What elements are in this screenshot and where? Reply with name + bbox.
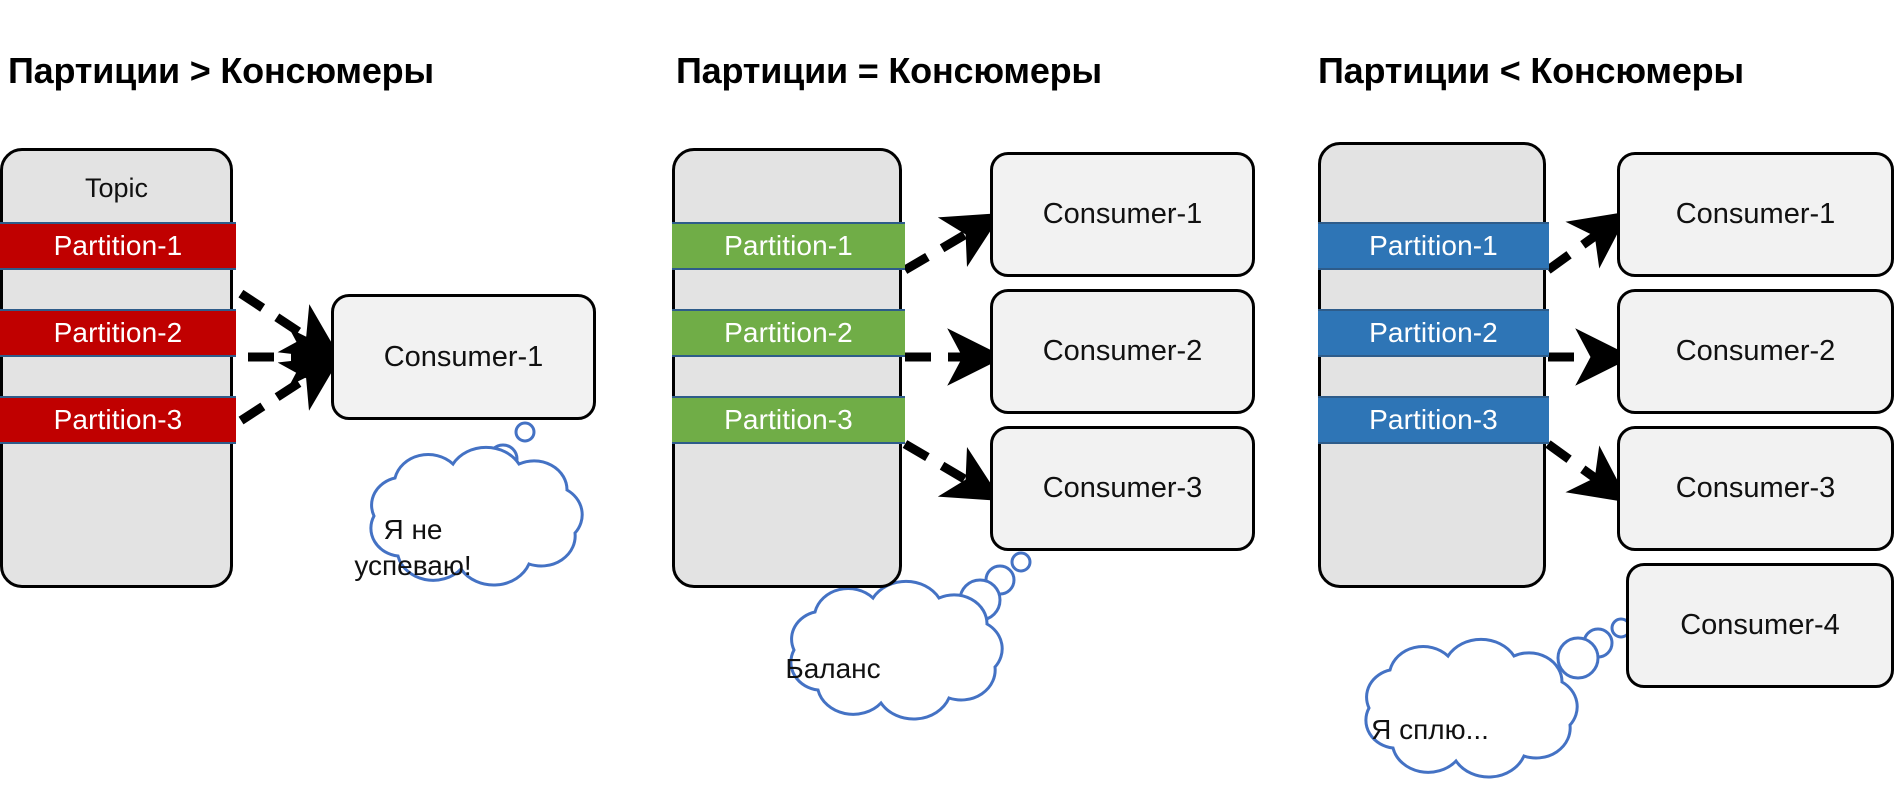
- consumer-box-2-1[interactable]: Consumer-1: [990, 152, 1255, 277]
- partition-row-2[interactable]: Partition-2: [672, 309, 905, 357]
- panel-title-1: Партиции > Консюмеры: [8, 50, 434, 91]
- partition-row-1[interactable]: Partition-1: [1318, 222, 1549, 270]
- partition-row-1[interactable]: Partition-1: [672, 222, 905, 270]
- consumer-box-3-2[interactable]: Consumer-2: [1617, 289, 1894, 414]
- panel-partitions-greater: Партиции > Консюмеры Topic Partition-1 P…: [0, 0, 630, 810]
- consumer-box-2-2[interactable]: Consumer-2: [990, 289, 1255, 414]
- partition-row-1[interactable]: Partition-1: [0, 222, 236, 270]
- partition-row-3[interactable]: Partition-3: [672, 396, 905, 444]
- partition-row-2[interactable]: Partition-2: [1318, 309, 1549, 357]
- panel-title-2: Партиции = Консюмеры: [676, 50, 1102, 91]
- panel-title-3: Партиции < Консюмеры: [1318, 50, 1744, 91]
- panel-partitions-equal: Партиции = Консюмеры Partition-1 Partiti…: [672, 50, 1255, 684]
- partition-row-3[interactable]: Partition-3: [1318, 396, 1549, 444]
- consumer-box-3-1[interactable]: Consumer-1: [1617, 152, 1894, 277]
- thought-text-1: Я не успеваю!: [354, 514, 472, 582]
- thought-text-2: Баланс: [785, 653, 881, 684]
- partition-row-3[interactable]: Partition-3: [0, 396, 236, 444]
- thought-text-3: Я сплю...: [1371, 714, 1489, 745]
- topic-box-2: Partition-1 Partition-2 Partition-3: [672, 148, 905, 588]
- topic-label-1: Topic: [84, 173, 149, 203]
- consumer-box-3-4[interactable]: Consumer-4: [1626, 563, 1894, 688]
- consumer-box-3-3[interactable]: Consumer-3: [1617, 426, 1894, 551]
- partition-row-2[interactable]: Partition-2: [0, 309, 236, 357]
- consumer-box-2-3[interactable]: Consumer-3: [990, 426, 1255, 551]
- topic-box-3: Partition-1 Partition-2 Partition-3: [1318, 142, 1549, 588]
- consumer-box-1-1[interactable]: Consumer-1: [331, 294, 596, 420]
- topic-box-1: Topic Partition-1 Partition-2 Partition-…: [0, 148, 236, 588]
